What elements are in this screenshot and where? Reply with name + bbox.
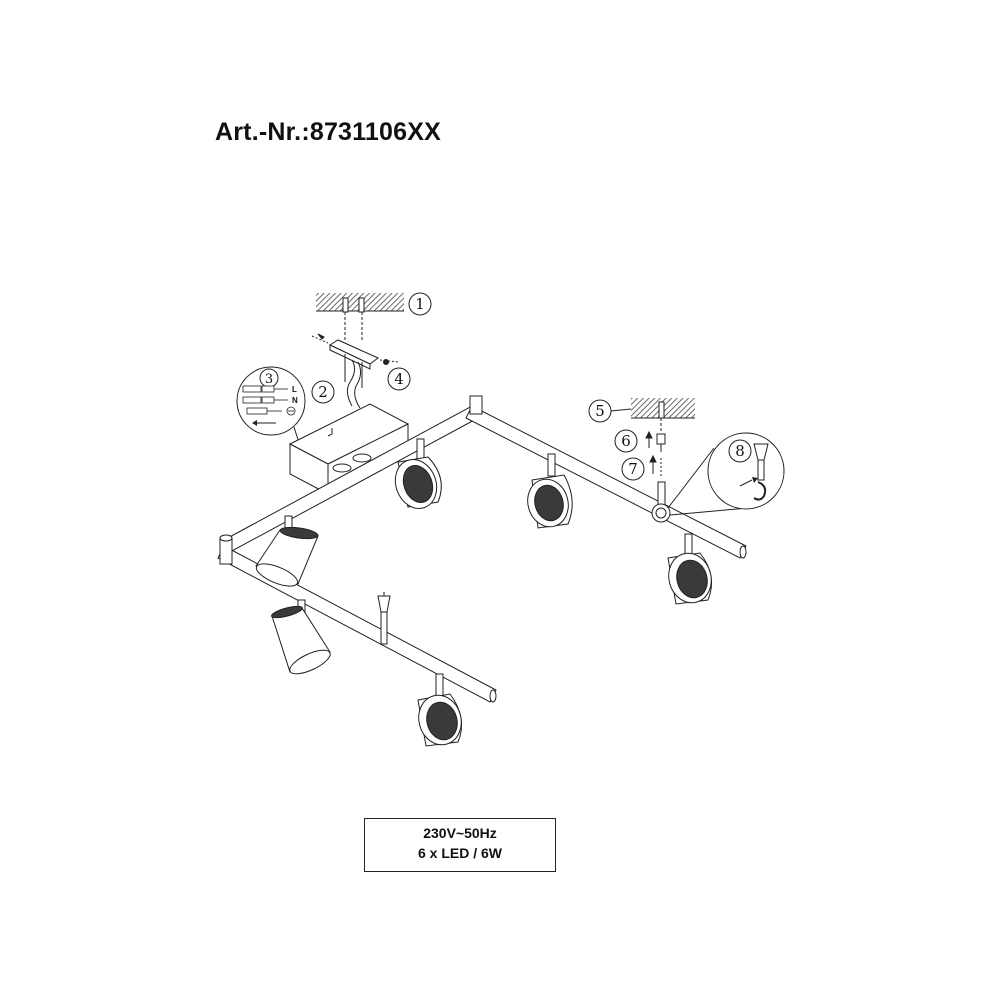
label-live: L	[292, 385, 297, 394]
mounting-bracket	[311, 333, 399, 409]
wire-terminal-icon	[242, 385, 288, 415]
screw-icon	[656, 433, 666, 509]
screw-icon	[317, 333, 389, 365]
callout-5-label: 5	[595, 402, 605, 420]
ground-icon	[286, 406, 296, 416]
arrow-icon	[252, 420, 276, 426]
label-neutral: N	[292, 396, 298, 405]
article-number: Art.-Nr.:8731106XX	[215, 118, 441, 146]
clip-icon	[753, 481, 767, 501]
callout-4	[387, 367, 411, 391]
support-rod-steps: 5 6 7	[588, 398, 695, 509]
callout-2	[311, 380, 335, 404]
callout-8-label: 8	[735, 442, 745, 460]
callout-4-label: 4	[394, 370, 404, 388]
spotlight-2	[527, 453, 573, 529]
arrow-icon	[739, 477, 758, 487]
callout-1	[408, 292, 432, 316]
led-bulb-icon	[377, 592, 391, 645]
callout-7	[621, 457, 645, 481]
specification-box: 230V~50Hz 6 x LED / 6W	[364, 818, 556, 872]
callout-2-label: 2	[318, 383, 328, 401]
callout-7-label: 7	[628, 460, 638, 478]
wiring-inset: 3 L N	[236, 366, 306, 447]
spotlight-6	[417, 673, 463, 747]
callout-1-label: 1	[415, 295, 425, 313]
led-bulb-icon	[753, 443, 769, 481]
ceiling-mount-step-1: 1	[316, 292, 432, 340]
callout-6	[614, 429, 638, 453]
spec-voltage: 230V~50Hz	[423, 825, 497, 841]
dowel-icon	[658, 401, 665, 419]
spotlight-4	[255, 515, 319, 587]
arrow-icon	[645, 430, 657, 474]
callout-6-label: 6	[621, 432, 631, 450]
callout-8	[728, 439, 752, 463]
callout-3-label: 3	[265, 372, 273, 387]
spotlight-5	[271, 599, 331, 675]
spotlight-1	[394, 438, 442, 509]
spotlight-3	[667, 533, 713, 605]
detail-inset-8: 8	[651, 432, 785, 523]
spec-lamps: 6 x LED / 6W	[417, 845, 503, 861]
